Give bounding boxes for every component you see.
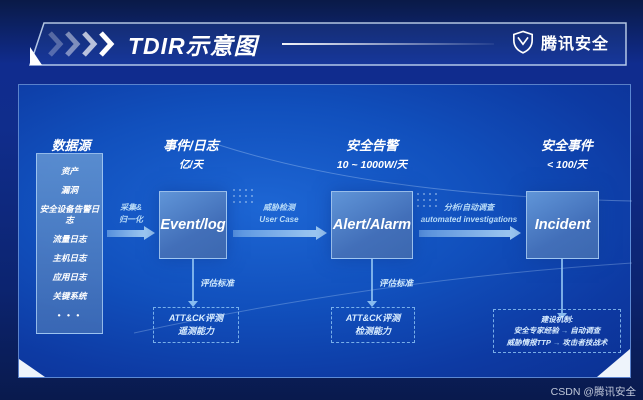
column-header-datasource: 数据源 — [51, 138, 91, 153]
connector-incident-mechanism — [557, 259, 567, 319]
shield-check-icon — [513, 30, 533, 54]
mechanism-title: 建设机制: — [540, 314, 574, 324]
node-alert-alarm: Alert/Alarm — [331, 191, 413, 259]
watermark: CSDN @腾讯安全 — [550, 386, 636, 398]
mechanism-item: 攻击者技战术 — [562, 337, 608, 347]
mechanism-item: 威胁情报TTP — [506, 337, 551, 347]
list-item: 流量日志 — [52, 234, 87, 244]
right-arrow-icon: → — [552, 337, 561, 347]
column-header-event-log: 事件/日志 — [163, 138, 219, 153]
attck-box-line: 遥测能力 — [177, 326, 214, 336]
connector-alert-eval — [367, 259, 377, 307]
list-item-ellipsis: • • • — [57, 310, 82, 320]
list-item: 安全设备告警日志 — [39, 204, 100, 225]
arrow-label-line: 威胁检测 — [263, 203, 295, 212]
connector-event-eval — [188, 259, 198, 307]
attck-box-line: ATT&CK评测 — [345, 312, 401, 323]
arrow-label-line: User Case — [259, 215, 299, 224]
attck-box-line: 检测能力 — [354, 326, 391, 336]
mechanism-row: 威胁情报TTP→攻击者技战术 — [507, 337, 608, 349]
list-item: 应用日志 — [52, 272, 87, 282]
arrow-label-line: automated investigations — [420, 215, 518, 224]
node-incident: Incident — [526, 191, 599, 259]
eval-standard-label: 评估标准 — [200, 278, 235, 288]
arrow-label-collect: 采集& 归一化 — [101, 202, 161, 226]
page-title: TDIR示意图 — [128, 33, 258, 59]
list-item: 主机日志 — [52, 253, 87, 263]
column-sub-event-log: 亿/天 — [179, 159, 203, 171]
list-item: 漏洞 — [60, 185, 78, 196]
main-panel: 数据源 事件/日志 亿/天 安全告警 10 ~ 1000W/天 安全事件 < 1… — [18, 84, 632, 378]
mechanism-box: 建设机制: 安全专家经验→自动调查 威胁情报TTP→攻击者技战术 — [493, 309, 621, 353]
column-sub-incident: < 100/天 — [547, 159, 587, 171]
arrow-label-line: 归一化 — [119, 215, 143, 224]
arrow-label-detect: 威胁检测 User Case — [234, 202, 324, 226]
attck-telemetry-box: ATT&CK评测 遥测能力 — [153, 307, 239, 343]
eval-standard-label: 评估标准 — [379, 278, 414, 288]
arrow-detect-icon — [233, 226, 327, 240]
list-item: 资产 — [60, 166, 78, 177]
column-header-incident: 安全事件 — [540, 138, 593, 153]
list-item: 关键系统 — [52, 291, 87, 301]
column-sub-alert: 10 ~ 1000W/天 — [336, 159, 408, 171]
mechanism-item: 自动调查 — [570, 326, 601, 336]
column-header-alert: 安全告警 — [345, 138, 398, 153]
right-arrow-icon: → — [560, 326, 569, 336]
attck-box-line: ATT&CK评测 — [168, 312, 224, 323]
decor-dots — [231, 187, 257, 207]
arrow-label-line: 分析/自动调查 — [443, 203, 495, 212]
arrow-collect-icon — [107, 226, 155, 240]
arrow-label-line: 采集& — [120, 203, 142, 212]
arrow-investigate-icon — [419, 226, 521, 240]
attck-detection-box: ATT&CK评测 检测能力 — [331, 307, 415, 343]
mechanism-row: 安全专家经验→自动调查 — [514, 325, 601, 337]
node-event-log: Event/log — [159, 191, 227, 259]
title-divider — [282, 43, 494, 45]
datasource-list: 资产 漏洞 安全设备告警日志 流量日志 主机日志 应用日志 关键系统 • • • — [36, 153, 103, 334]
chevrons-icon — [48, 31, 115, 57]
header-corner-triangle — [30, 47, 42, 65]
brand: 腾讯安全 — [512, 30, 609, 54]
mechanism-item: 安全专家经验 — [513, 326, 559, 336]
arrow-label-investigate: 分析/自动调查 automated investigations — [399, 202, 539, 226]
decor-dots — [415, 191, 437, 207]
brand-name: 腾讯安全 — [541, 36, 610, 53]
